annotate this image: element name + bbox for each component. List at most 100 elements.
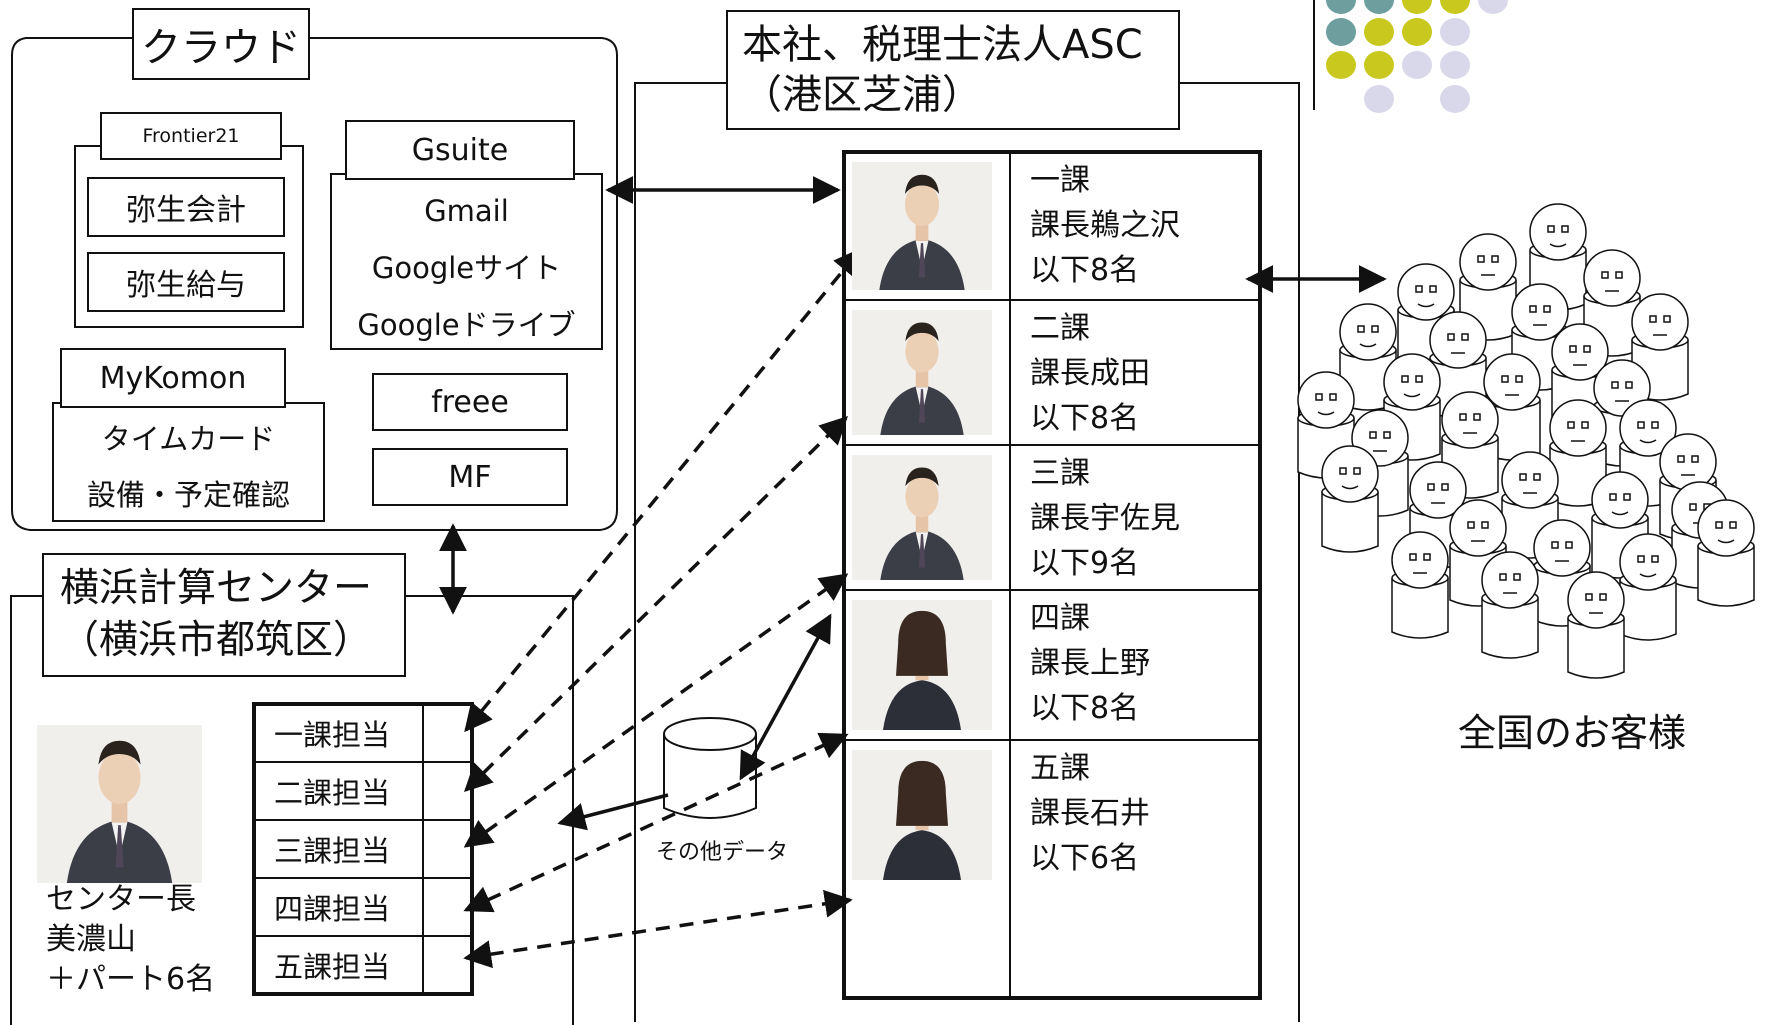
section-manager: 課長石井 (1030, 796, 1150, 831)
section-manager-photo (852, 600, 992, 730)
section-staff: 以下8名 (1030, 691, 1140, 726)
customer-figure (1481, 551, 1539, 659)
mykomon-group: タイムカード 設備・予定確認 (52, 402, 325, 522)
customer-figure (1409, 461, 1467, 569)
yayoi-accounting-text: 弥生会計 (126, 193, 246, 228)
customer-figure (1697, 499, 1755, 607)
section-name: 五課 (1030, 751, 1090, 786)
equipment-schedule-label: 設備・予定確認 (86, 478, 290, 512)
customer-figure (1449, 499, 1507, 607)
dot-lavender (1364, 85, 1394, 113)
section-manager: 課長成田 (1030, 356, 1150, 391)
customer-figure (1549, 399, 1607, 507)
section-manager-photo (852, 455, 992, 580)
customers-label: 全国のお客様 (1458, 711, 1687, 755)
assignment-table (252, 702, 474, 996)
assignment-cell: 四課担当 (274, 892, 391, 926)
section-info: 一課課長鵜之沢以下8名 (1030, 158, 1180, 293)
dot-lavender (1440, 85, 1470, 113)
leader-info: センター長 美濃山 ＋パート6名 (46, 880, 215, 1000)
assignment-cell: 三課担当 (274, 834, 391, 868)
customer-figure (1593, 359, 1651, 467)
cloud-title-text: クラウド (141, 25, 301, 71)
customer-figure (1297, 371, 1355, 479)
customer-figure (1583, 249, 1641, 357)
google-sites-label: Googleサイト (371, 251, 562, 285)
customer-figure (1483, 353, 1541, 461)
dot-lavender (1440, 51, 1470, 79)
section-name: 二課 (1030, 311, 1090, 346)
section-manager: 課長鵜之沢 (1030, 208, 1180, 243)
customer-figure (1321, 445, 1379, 553)
gmail-label: Gmail (424, 194, 509, 228)
section-staff: 以下6名 (1030, 841, 1140, 876)
mf-box: MF (372, 448, 568, 506)
customer-figure (1529, 203, 1587, 311)
customer-figure (1429, 311, 1487, 419)
customer-figure (1351, 409, 1409, 517)
database-icon (662, 716, 758, 826)
hq-title-line1: 本社、税理士法人ASC (742, 22, 1143, 68)
customer-figure (1511, 283, 1569, 391)
customer-figure (1619, 399, 1677, 507)
customer-figure (1501, 451, 1559, 559)
hq-title-line2: （港区芝浦） (742, 72, 982, 118)
freee-box: freee (372, 373, 568, 431)
section-name: 四課 (1030, 601, 1090, 636)
frontier-label: Frontier21 (100, 112, 282, 160)
frontier-label-text: Frontier21 (142, 125, 240, 147)
google-drive-label: Googleドライブ (357, 308, 576, 342)
customer-figure (1619, 533, 1677, 641)
section-info: 三課課長宇佐見以下9名 (1030, 451, 1180, 586)
section-info: 四課課長上野以下8名 (1030, 596, 1150, 731)
yokohama-title: 横浜計算センター （横浜市都筑区） (42, 553, 406, 677)
leader-photo (37, 725, 202, 883)
assignment-row-divider (254, 935, 472, 937)
section-info: 二課課長成田以下8名 (1030, 306, 1150, 441)
mf-text: MF (448, 459, 492, 495)
section-manager-photo (852, 162, 992, 290)
dot-lavender (1440, 18, 1470, 46)
customer-figure (1671, 481, 1729, 589)
assignment-cell: 二課担当 (274, 776, 391, 810)
leader-name: 美濃山 (46, 922, 136, 957)
dot-olive (1440, 0, 1470, 14)
leader-staff: ＋パート6名 (46, 962, 216, 997)
hq-row-divider (844, 444, 1260, 446)
customer-figure (1397, 263, 1455, 371)
hq-table-divider (1009, 152, 1011, 998)
assignment-row-divider (254, 819, 472, 821)
yayoi-accounting-box: 弥生会計 (87, 177, 285, 237)
section-manager: 課長宇佐見 (1030, 501, 1180, 536)
customer-figure (1383, 353, 1441, 461)
dot-lavender (1478, 0, 1508, 14)
yayoi-payroll-text: 弥生給与 (126, 268, 246, 303)
cloud-container (0, 0, 625, 540)
section-manager: 課長上野 (1030, 646, 1150, 681)
gsuite-group: Gmail Googleサイト Googleドライブ (330, 173, 603, 350)
section-manager-photo (852, 750, 992, 880)
hq-title: 本社、税理士法人ASC （港区芝浦） (726, 10, 1180, 130)
customer-figure (1567, 571, 1625, 679)
timecard-label: タイムカード (101, 422, 276, 456)
customer-figure (1391, 531, 1449, 639)
customer-figure (1591, 471, 1649, 579)
yayoi-payroll-box: 弥生給与 (87, 252, 285, 312)
dot-olive (1326, 51, 1356, 79)
section-name: 三課 (1030, 456, 1090, 491)
yokohama-title-line2: （横浜市都筑区） (60, 618, 373, 663)
customer-figure (1441, 391, 1499, 499)
mykomon-label-text: MyKomon (99, 360, 247, 396)
customer-figure (1459, 233, 1517, 341)
dot-olive (1402, 0, 1432, 14)
gsuite-label-text: Gsuite (411, 132, 509, 168)
assignment-cell: 五課担当 (274, 950, 391, 984)
assignment-cell: 一課担当 (274, 718, 391, 752)
dot-lavender (1402, 51, 1432, 79)
section-staff: 以下9名 (1030, 546, 1140, 581)
hq-row-divider (844, 299, 1260, 301)
assignment-row-divider (254, 761, 472, 763)
hq-row-divider (844, 589, 1260, 591)
dot-olive (1364, 51, 1394, 79)
customer-figure (1339, 303, 1397, 411)
